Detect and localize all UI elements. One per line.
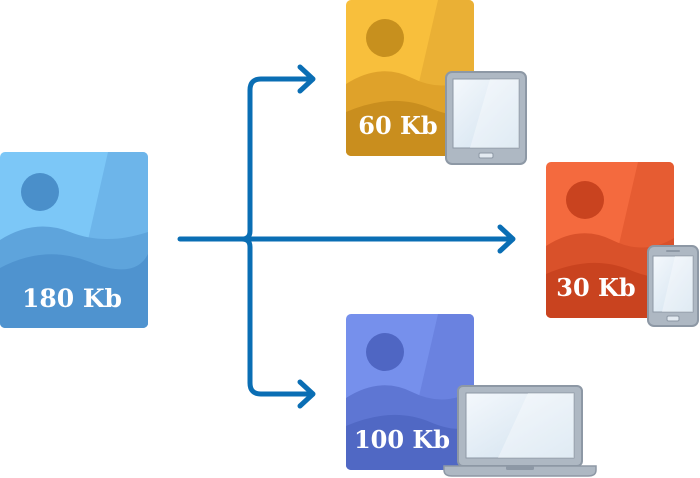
laptop-icon: [443, 385, 597, 477]
output-size-label-60kb: 60 Kb: [358, 111, 437, 140]
arrow-to-100kb: [239, 236, 315, 397]
arrow-head-30kb: [497, 224, 516, 254]
source-image-card: 180 Kb: [0, 152, 148, 328]
output-card-100kb: 100 Kb: [346, 314, 474, 470]
arrow-head-100kb: [297, 379, 316, 409]
image-placeholder-sun-icon: [366, 333, 404, 371]
output-size-label-30kb: 30 Kb: [556, 273, 635, 302]
arrow-head-60kb: [297, 64, 316, 94]
source-size-label: 180 Kb: [22, 284, 122, 313]
tablet-icon: [445, 71, 527, 165]
phone-icon: [647, 245, 699, 327]
output-size-label-100kb: 100 Kb: [354, 425, 450, 454]
image-placeholder-sun-icon: [566, 181, 604, 219]
branching-arrows: [177, 64, 516, 409]
image-placeholder-sun-icon: [366, 19, 404, 57]
arrow-to-60kb: [239, 76, 315, 242]
image-placeholder-sun-icon: [21, 173, 59, 211]
